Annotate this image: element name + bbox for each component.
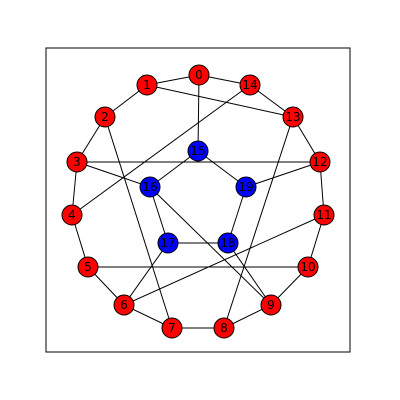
node-label-0: 0 <box>195 68 203 82</box>
node-circle-12 <box>309 151 331 173</box>
node-label-10: 10 <box>300 260 315 274</box>
edge-12-19 <box>245 161 321 188</box>
edge-6-11 <box>123 214 325 306</box>
node-circle-5 <box>77 256 99 278</box>
node-label-13: 13 <box>285 110 300 124</box>
node-17: 17 <box>157 232 179 254</box>
node-19: 19 <box>235 176 257 198</box>
node-14: 14 <box>239 74 261 96</box>
node-15: 15 <box>187 140 209 162</box>
node-circle-16 <box>139 176 161 198</box>
node-label-9: 9 <box>267 298 275 312</box>
node-6: 6 <box>113 294 135 316</box>
node-label-15: 15 <box>190 144 205 158</box>
node-circle-6 <box>113 294 135 316</box>
node-0: 0 <box>188 64 210 86</box>
node-label-19: 19 <box>238 180 253 194</box>
node-circle-4 <box>61 204 83 226</box>
node-circle-17 <box>157 232 179 254</box>
node-circle-8 <box>213 317 235 339</box>
node-label-17: 17 <box>160 236 175 250</box>
edge-9-18 <box>227 242 272 306</box>
node-5: 5 <box>77 256 99 278</box>
node-label-7: 7 <box>168 321 176 335</box>
node-circle-13 <box>282 106 304 128</box>
node-label-4: 4 <box>68 208 76 222</box>
node-3: 3 <box>66 151 88 173</box>
node-11: 11 <box>313 204 335 226</box>
node-8: 8 <box>213 317 235 339</box>
node-circle-14 <box>239 74 261 96</box>
node-circle-0 <box>188 64 210 86</box>
node-18: 18 <box>217 232 239 254</box>
node-circle-7 <box>161 317 183 339</box>
node-label-11: 11 <box>316 208 331 222</box>
node-circle-1 <box>136 74 158 96</box>
edge-8-13 <box>223 116 294 329</box>
edge-0-15 <box>197 74 200 152</box>
node-13: 13 <box>282 106 304 128</box>
node-label-18: 18 <box>220 236 235 250</box>
node-12: 12 <box>309 151 331 173</box>
node-circle-9 <box>260 294 282 316</box>
node-10: 10 <box>297 256 319 278</box>
node-circle-19 <box>235 176 257 198</box>
node-label-1: 1 <box>143 78 151 92</box>
edge-9-16 <box>149 186 272 306</box>
node-label-5: 5 <box>84 260 92 274</box>
node-4: 4 <box>61 204 83 226</box>
node-label-8: 8 <box>220 321 228 335</box>
node-2: 2 <box>94 106 116 128</box>
edge-2-7 <box>104 116 173 329</box>
plot-frame <box>45 47 351 353</box>
node-circle-11 <box>313 204 335 226</box>
node-label-14: 14 <box>242 78 257 92</box>
node-circle-10 <box>297 256 319 278</box>
node-label-6: 6 <box>120 298 128 312</box>
node-circle-15 <box>187 140 209 162</box>
node-label-16: 16 <box>142 180 157 194</box>
node-circle-18 <box>217 232 239 254</box>
edge-3-16 <box>76 161 151 188</box>
node-16: 16 <box>139 176 161 198</box>
edge-1-13 <box>146 84 294 118</box>
node-9: 9 <box>260 294 282 316</box>
node-circle-3 <box>66 151 88 173</box>
edge-6-17 <box>123 242 169 306</box>
node-label-12: 12 <box>312 155 327 169</box>
node-label-3: 3 <box>73 155 81 169</box>
node-label-2: 2 <box>101 110 109 124</box>
node-circle-2 <box>94 106 116 128</box>
node-7: 7 <box>161 317 183 339</box>
node-1: 1 <box>136 74 158 96</box>
edge-4-14 <box>71 84 251 216</box>
